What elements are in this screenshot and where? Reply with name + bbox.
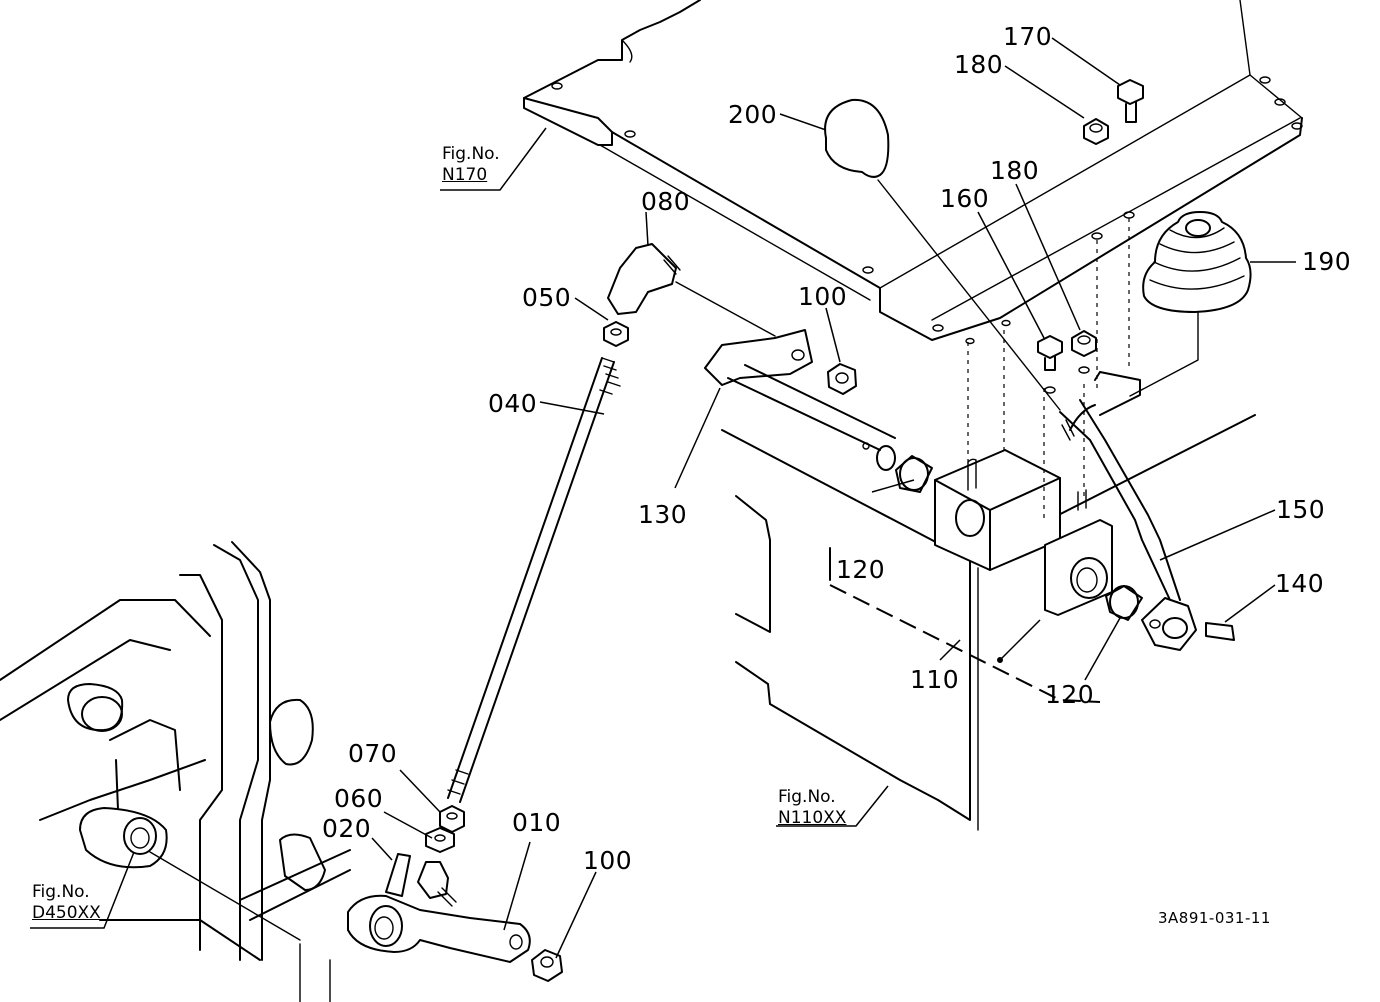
part-label-200: 200 bbox=[728, 100, 778, 129]
side-panel bbox=[721, 371, 1256, 831]
lever-bracket bbox=[934, 449, 1113, 616]
boot-190 bbox=[1129, 211, 1252, 397]
rod-end-080 bbox=[603, 243, 776, 347]
leader-lines bbox=[30, 37, 1296, 959]
part-label-100-top: 100 bbox=[798, 282, 848, 311]
fig-ref-n170: Fig.No. N170 bbox=[442, 144, 500, 186]
leader-dot bbox=[997, 657, 1003, 663]
fig-ref-n170-prefix: Fig.No. bbox=[442, 144, 500, 164]
part-label-080: 080 bbox=[641, 187, 691, 216]
drawing-code: 3A891-031-11 bbox=[1158, 909, 1271, 927]
part-label-100-bottom: 100 bbox=[583, 846, 633, 875]
part-label-180-top: 180 bbox=[954, 50, 1004, 79]
fasteners-top bbox=[1037, 79, 1144, 394]
fig-ref-d450xx-prefix: Fig.No. bbox=[32, 882, 90, 902]
alignment-lines bbox=[829, 218, 1130, 703]
fig-ref-n170-code: N170 bbox=[442, 165, 488, 185]
part-label-010: 010 bbox=[512, 808, 562, 837]
part-label-070: 070 bbox=[348, 739, 398, 768]
fig-ref-d450xx: Fig.No. D450XX bbox=[32, 882, 101, 924]
lever-arm-010 bbox=[347, 894, 531, 963]
part-label-130: 130 bbox=[638, 500, 688, 529]
bushings-120 bbox=[895, 455, 1143, 621]
knob-200 bbox=[824, 98, 1075, 441]
part-label-040: 040 bbox=[488, 389, 538, 418]
part-label-120-left: 120 bbox=[836, 555, 886, 584]
part-label-160: 160 bbox=[940, 184, 990, 213]
fig-ref-n110xx: Fig.No. N110XX bbox=[778, 787, 846, 829]
part-label-050: 050 bbox=[522, 283, 572, 312]
fig-ref-n110xx-prefix: Fig.No. bbox=[778, 787, 836, 807]
part-label-120-right: 120 bbox=[1045, 680, 1095, 709]
part-label-150: 150 bbox=[1276, 495, 1326, 524]
fig-ref-n110xx-code: N110XX bbox=[778, 808, 847, 828]
engine-housing bbox=[0, 541, 351, 1002]
part-label-060: 060 bbox=[334, 784, 384, 813]
part-label-190: 190 bbox=[1302, 247, 1352, 276]
floor-plate bbox=[523, 0, 1303, 345]
part-label-180-mid: 180 bbox=[990, 156, 1040, 185]
rod-040 bbox=[447, 357, 621, 803]
part-label-170: 170 bbox=[1003, 22, 1053, 51]
part-label-020: 020 bbox=[322, 814, 372, 843]
nuts-100 bbox=[531, 363, 857, 982]
fig-ref-d450xx-code: D450XX bbox=[32, 903, 101, 923]
lower-hardware bbox=[385, 805, 465, 907]
part-label-140: 140 bbox=[1275, 569, 1325, 598]
cross-shaft-130 bbox=[704, 329, 896, 471]
part-label-110: 110 bbox=[910, 665, 960, 694]
shift-lever-150 bbox=[1059, 399, 1235, 651]
